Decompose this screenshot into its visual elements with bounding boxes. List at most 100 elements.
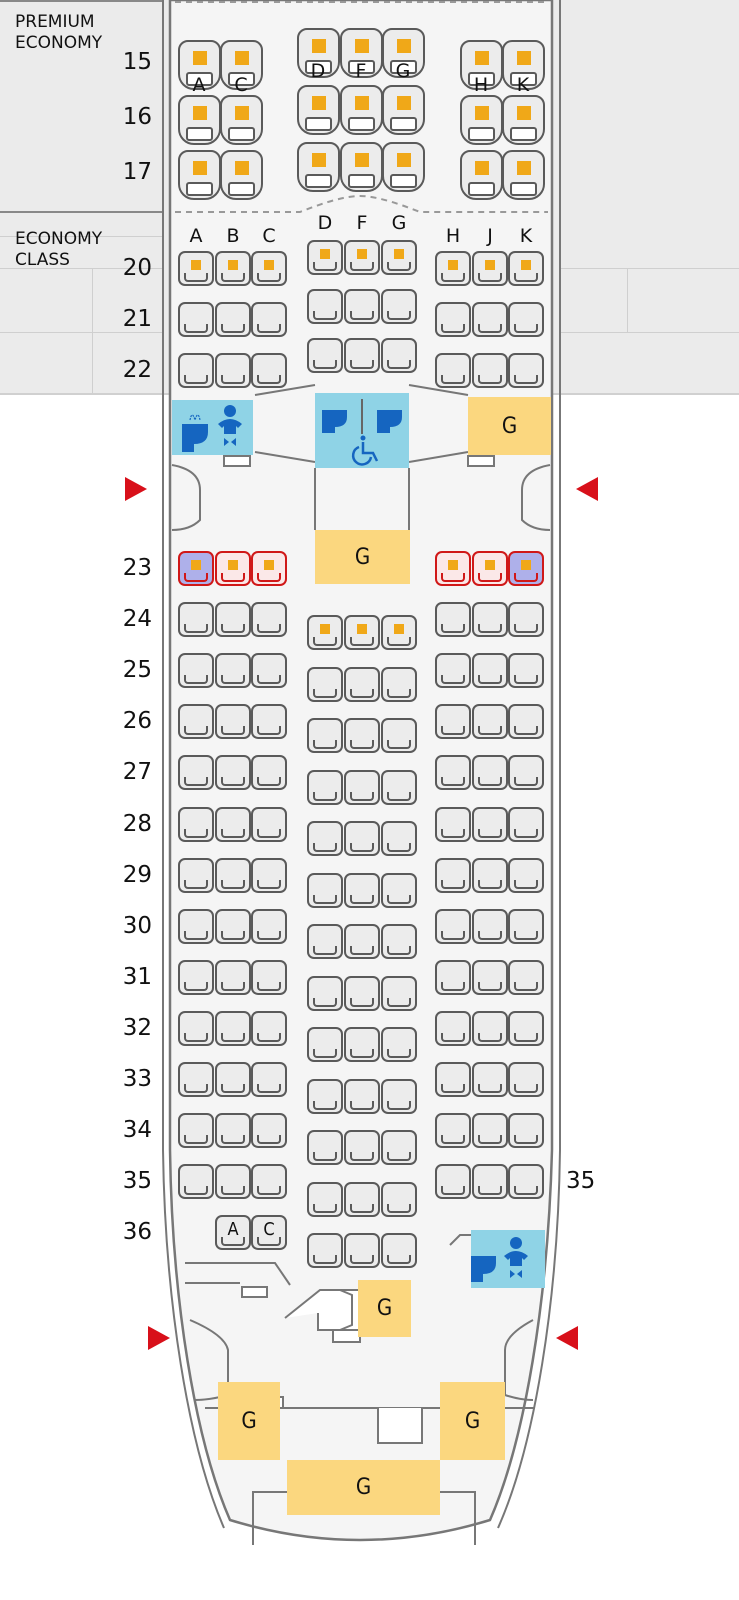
- seat[interactable]: [460, 40, 503, 90]
- seat[interactable]: [344, 718, 380, 753]
- seat[interactable]: [215, 602, 251, 638]
- seat[interactable]: [344, 240, 380, 275]
- seat[interactable]: [215, 551, 251, 586]
- seat[interactable]: [251, 908, 287, 944]
- seat[interactable]: [215, 806, 251, 842]
- seat[interactable]: [435, 857, 471, 893]
- seat[interactable]: [178, 806, 214, 842]
- seat[interactable]: [508, 353, 544, 388]
- seat[interactable]: [178, 959, 214, 995]
- seat[interactable]: [381, 769, 417, 805]
- seat[interactable]: [251, 1164, 287, 1200]
- seat[interactable]: [472, 1164, 508, 1200]
- seat[interactable]: [344, 1130, 380, 1165]
- seat[interactable]: [508, 806, 544, 842]
- seat[interactable]: [215, 704, 251, 740]
- seat[interactable]: [297, 28, 340, 78]
- seat[interactable]: [508, 602, 544, 638]
- seat[interactable]: [381, 666, 417, 702]
- seat[interactable]: [220, 40, 263, 90]
- seat[interactable]: [435, 806, 471, 842]
- seat[interactable]: [382, 28, 425, 78]
- seat[interactable]: [472, 959, 508, 995]
- seat[interactable]: [472, 857, 508, 893]
- seat[interactable]: [435, 1164, 471, 1200]
- seat[interactable]: [472, 353, 508, 388]
- seat[interactable]: [508, 1113, 544, 1149]
- seat[interactable]: [251, 302, 287, 337]
- seat[interactable]: [435, 704, 471, 740]
- seat[interactable]: [435, 653, 471, 689]
- seat[interactable]: [307, 924, 343, 959]
- seat[interactable]: [508, 908, 544, 944]
- seat[interactable]: [178, 251, 214, 286]
- seat[interactable]: [251, 653, 287, 689]
- seat[interactable]: [508, 551, 544, 586]
- seat[interactable]: [472, 551, 508, 586]
- seat[interactable]: [472, 602, 508, 638]
- seat[interactable]: [508, 302, 544, 337]
- seat[interactable]: [178, 40, 221, 90]
- seat[interactable]: [508, 251, 544, 286]
- seat[interactable]: [251, 1062, 287, 1097]
- seat[interactable]: [178, 551, 214, 586]
- seat[interactable]: [178, 1010, 214, 1046]
- seat[interactable]: [502, 40, 545, 90]
- seat[interactable]: [178, 1062, 214, 1097]
- seat[interactable]: [381, 821, 417, 856]
- seat[interactable]: [381, 338, 417, 373]
- seat[interactable]: [508, 1010, 544, 1046]
- seat[interactable]: [307, 1130, 343, 1165]
- seat[interactable]: [344, 666, 380, 702]
- seat[interactable]: [435, 353, 471, 388]
- seat[interactable]: [307, 289, 343, 324]
- seat[interactable]: [251, 602, 287, 638]
- seat[interactable]: [508, 755, 544, 791]
- seat[interactable]: [215, 755, 251, 791]
- seat[interactable]: [251, 251, 287, 286]
- seat[interactable]: [381, 240, 417, 275]
- seat[interactable]: [508, 653, 544, 689]
- seat[interactable]: [435, 551, 471, 586]
- seat[interactable]: [460, 150, 503, 200]
- seat[interactable]: [435, 251, 471, 286]
- seat[interactable]: [178, 302, 214, 337]
- seat[interactable]: [215, 653, 251, 689]
- seat[interactable]: [381, 975, 417, 1011]
- seat[interactable]: [178, 1164, 214, 1200]
- seat[interactable]: [178, 755, 214, 791]
- seat[interactable]: [508, 857, 544, 893]
- seat[interactable]: [472, 806, 508, 842]
- seat[interactable]: [472, 704, 508, 740]
- seat[interactable]: [178, 95, 221, 145]
- seat[interactable]: [344, 1078, 380, 1114]
- seat[interactable]: [220, 150, 263, 200]
- seat[interactable]: [508, 1164, 544, 1200]
- seat[interactable]: [344, 872, 380, 908]
- seat[interactable]: [307, 975, 343, 1011]
- seat[interactable]: [215, 251, 251, 286]
- seat[interactable]: [435, 1113, 471, 1149]
- seat[interactable]: [502, 95, 545, 145]
- seat[interactable]: [508, 959, 544, 995]
- seat[interactable]: [215, 1010, 251, 1046]
- seat[interactable]: [307, 615, 343, 650]
- seat[interactable]: [472, 1062, 508, 1097]
- seat[interactable]: [307, 821, 343, 856]
- seat[interactable]: [435, 302, 471, 337]
- seat[interactable]: [344, 975, 380, 1011]
- seat[interactable]: [220, 95, 263, 145]
- seat[interactable]: [251, 806, 287, 842]
- seat[interactable]: [344, 1027, 380, 1062]
- seat[interactable]: [381, 1181, 417, 1217]
- seat[interactable]: [381, 924, 417, 959]
- seat[interactable]: [344, 615, 380, 650]
- seat[interactable]: [381, 615, 417, 650]
- seat[interactable]: [307, 872, 343, 908]
- seat[interactable]: [215, 1164, 251, 1200]
- seat[interactable]: A: [215, 1215, 251, 1251]
- seat[interactable]: [297, 85, 340, 135]
- seat[interactable]: [381, 872, 417, 908]
- seat[interactable]: [344, 289, 380, 324]
- seat[interactable]: [381, 1078, 417, 1114]
